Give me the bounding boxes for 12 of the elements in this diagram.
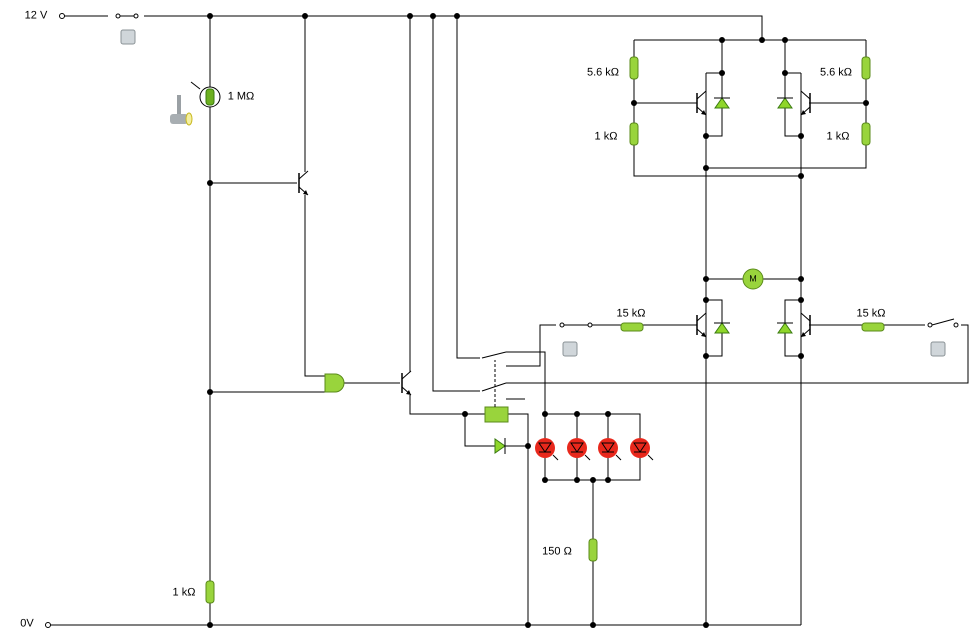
component-value-label: 12 V (24, 10, 48, 22)
component-value-label: 150 Ω (542, 546, 572, 558)
component-value-label: 5.6 kΩ (586, 66, 620, 80)
component-value-label: 15 kΩ (856, 308, 886, 320)
component-value-label: 1 MΩ (228, 90, 254, 104)
component-value-label: 15 kΩ (616, 308, 646, 320)
component-value-label: 1 kΩ (594, 130, 618, 144)
component-value-label: 5.6 kΩ (820, 66, 852, 80)
component-value-label: 0V (20, 618, 34, 630)
component-value-label: 1 kΩ (172, 586, 196, 600)
component-value-label: 1 kΩ (826, 130, 850, 144)
motor-symbol-letter: M (749, 272, 757, 286)
